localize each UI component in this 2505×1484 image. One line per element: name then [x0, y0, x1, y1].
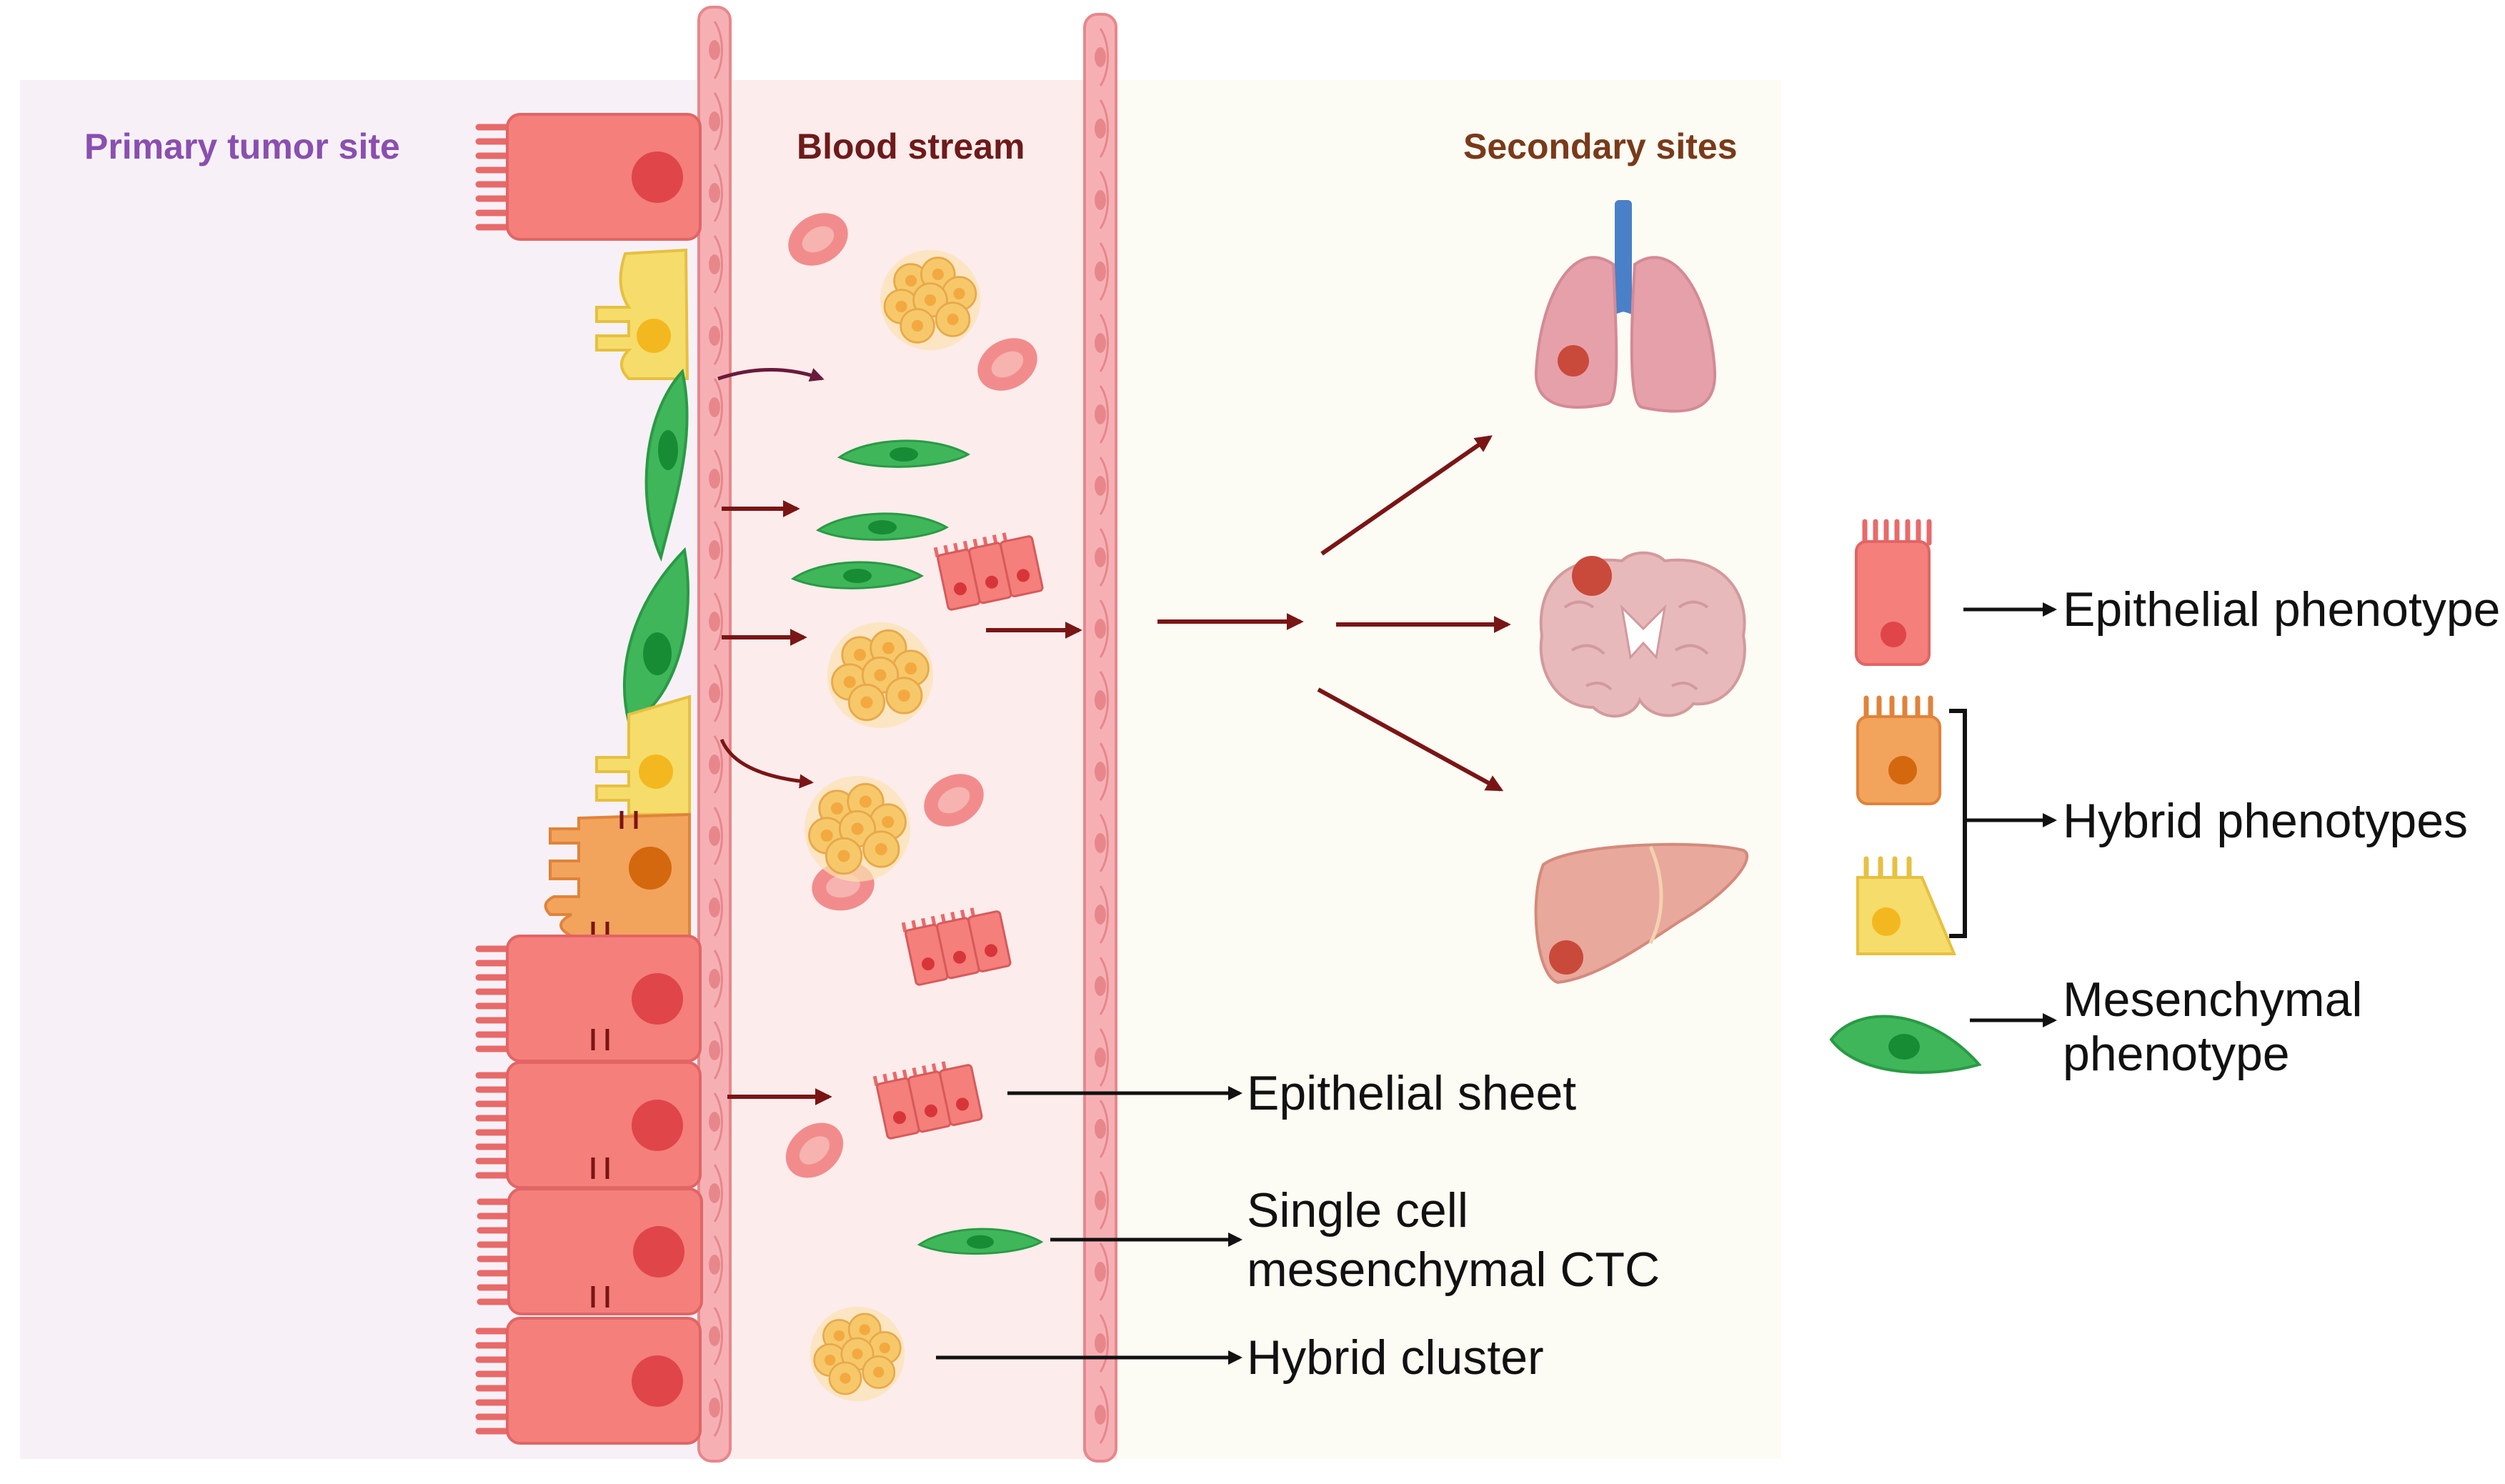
mesenchymal-cell-elongated	[644, 368, 689, 562]
liver-icon	[1534, 842, 1749, 985]
intravasation-arrow-curved	[719, 739, 814, 789]
dissemination-arrow-to-liver	[1317, 687, 1504, 792]
legend-epithelial-icon	[1855, 519, 1932, 666]
legend-mesenchymal-icon	[1829, 1015, 1982, 1074]
hybrid-orange-cell	[544, 811, 691, 943]
intravasation-arrow-curved	[717, 368, 825, 382]
hybrid-cluster-ctc	[809, 1305, 906, 1403]
legend-bracket	[1949, 709, 1967, 938]
legend-mesenchymal-label-line2: phenotype	[2063, 1027, 2290, 1081]
legend-hybrid-label: Hybrid phenotypes	[2063, 794, 2468, 848]
hybrid-cluster-label: Hybrid cluster	[1247, 1330, 1544, 1385]
legend-epithelial-label: Epithelial phenotype	[2063, 582, 2500, 637]
single-cell-label-line2: mesenchymal CTC	[1247, 1243, 1660, 1297]
legend: Epithelial phenotype Hybrid phenotypes M…	[1829, 519, 2500, 1081]
primary-site-title: Primary tumor site	[84, 126, 400, 166]
epithelial-cell	[479, 114, 700, 239]
dissemination-arrow-to-lung	[1320, 435, 1493, 556]
vessel-wall-left	[697, 6, 732, 1463]
epithelial-cell	[479, 1062, 700, 1187]
legend-mesenchymal-label-line1: Mesenchymal	[2063, 972, 2363, 1027]
single-cell-label-line1: Single cell	[1247, 1183, 1468, 1238]
legend-hybrid-orange-icon	[1856, 695, 1941, 805]
secondary-sites-title: Secondary sites	[1463, 126, 1738, 166]
hybrid-cluster-ctc	[803, 775, 912, 883]
brain-icon	[1539, 551, 1746, 718]
hybrid-yellow-cell	[595, 248, 689, 380]
lung-icon	[1534, 200, 1717, 413]
epithelial-cell	[479, 936, 700, 1061]
hybrid-cluster-ctc	[826, 621, 935, 729]
vessel-wall-right	[1083, 13, 1117, 1463]
epithelial-cell	[480, 1189, 702, 1314]
hybrid-cluster-ctc	[879, 249, 982, 352]
primary-tumor-tissue	[479, 114, 702, 1443]
epithelial-cell	[479, 1318, 700, 1443]
legend-hybrid-yellow-icon	[1856, 856, 1957, 955]
blood-stream-title: Blood stream	[797, 126, 1025, 166]
epithelial-sheet-label: Epithelial sheet	[1247, 1066, 1576, 1120]
